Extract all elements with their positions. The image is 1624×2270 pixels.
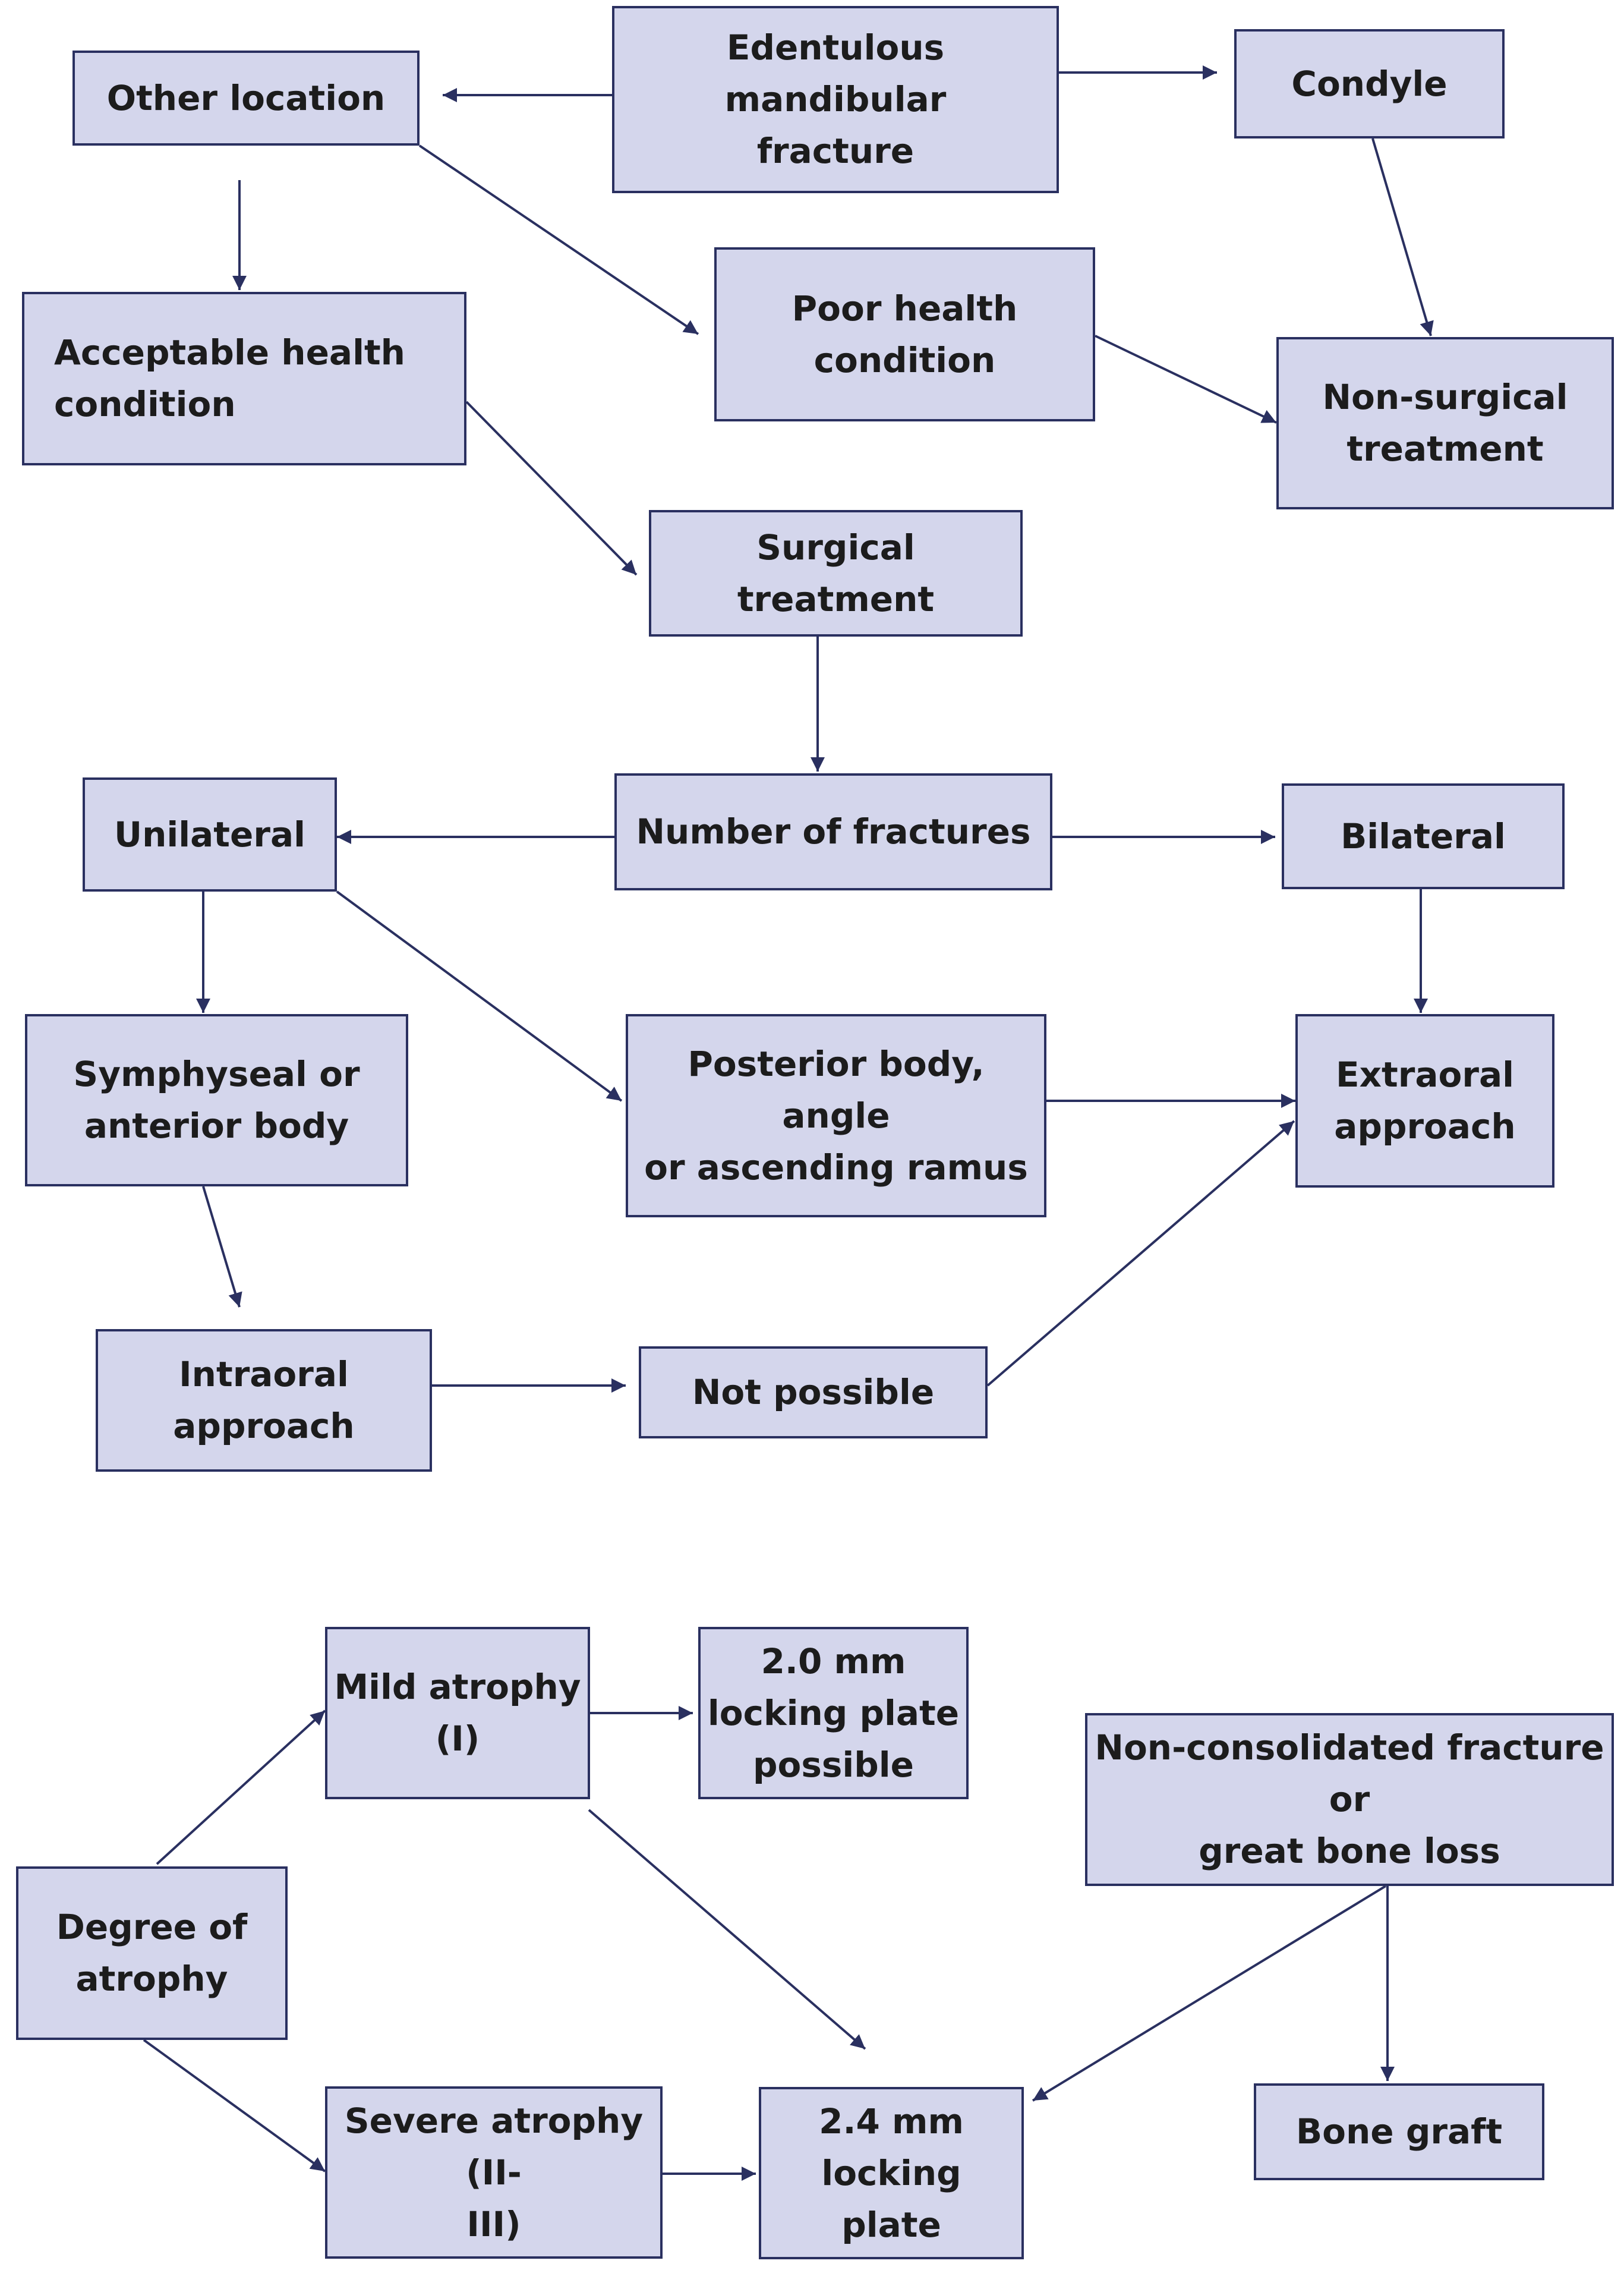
node-extraoral-approach: Extraoral approach: [1295, 1014, 1554, 1188]
node-edentulous-mandibular-fracture: Edentulous mandibular fracture: [612, 6, 1059, 193]
node-symphyseal-or-anterior-body: Symphyseal or anterior body: [25, 1014, 408, 1186]
arrow-acceptable-health-to-surgical: [465, 401, 638, 576]
node-intraoral-approach: Intraoral approach: [96, 1329, 432, 1472]
node-posterior-body-angle-ramus: Posterior body, angle or ascending ramus: [626, 1014, 1046, 1217]
node-poor-health-condition: Poor health condition: [714, 247, 1095, 421]
node-severe-atrophy: Severe atrophy (II- III): [325, 2086, 663, 2259]
node-locking-plate-2-4: 2.4 mm locking plate: [759, 2087, 1024, 2259]
node-locking-plate-2-0-possible: 2.0 mm locking plate possible: [698, 1627, 969, 1799]
node-degree-of-atrophy: Degree of atrophy: [16, 1866, 288, 2040]
arrow-symphyseal-to-intraoral: [202, 1186, 242, 1308]
node-non-consolidated-fracture: Non-consolidated fracture or great bone …: [1085, 1713, 1614, 1886]
arrow-other-location-to-poor-health: [418, 144, 699, 335]
node-surgical-treatment: Surgical treatment: [649, 510, 1023, 637]
node-bone-graft: Bone graft: [1254, 2083, 1544, 2180]
node-number-of-fractures: Number of fractures: [614, 773, 1052, 890]
node-not-possible: Not possible: [639, 1346, 988, 1438]
node-condyle: Condyle: [1234, 29, 1505, 138]
node-acceptable-health-condition: Acceptable health condition: [22, 292, 466, 465]
arrow-condyle-to-non-surgical: [1371, 138, 1434, 336]
arrow-mild-atrophy-to-plate-24: [588, 1809, 866, 2050]
arrow-degree-to-severe-atrophy: [143, 2039, 326, 2173]
node-non-surgical-treatment: Non-surgical treatment: [1276, 337, 1614, 509]
arrow-unilateral-to-posterior: [336, 890, 623, 1102]
node-other-location: Other location: [72, 51, 420, 146]
arrow-poor-health-to-non-surgical: [1095, 335, 1277, 424]
arrow-degree-to-mild-atrophy: [156, 1709, 326, 1865]
node-unilateral: Unilateral: [83, 777, 337, 892]
node-bilateral: Bilateral: [1282, 783, 1565, 889]
arrow-not-possible-to-extraoral: [986, 1120, 1295, 1387]
node-mild-atrophy: Mild atrophy (I): [325, 1627, 590, 1799]
arrow-non-consolidated-to-plate-24: [1032, 1885, 1387, 2102]
